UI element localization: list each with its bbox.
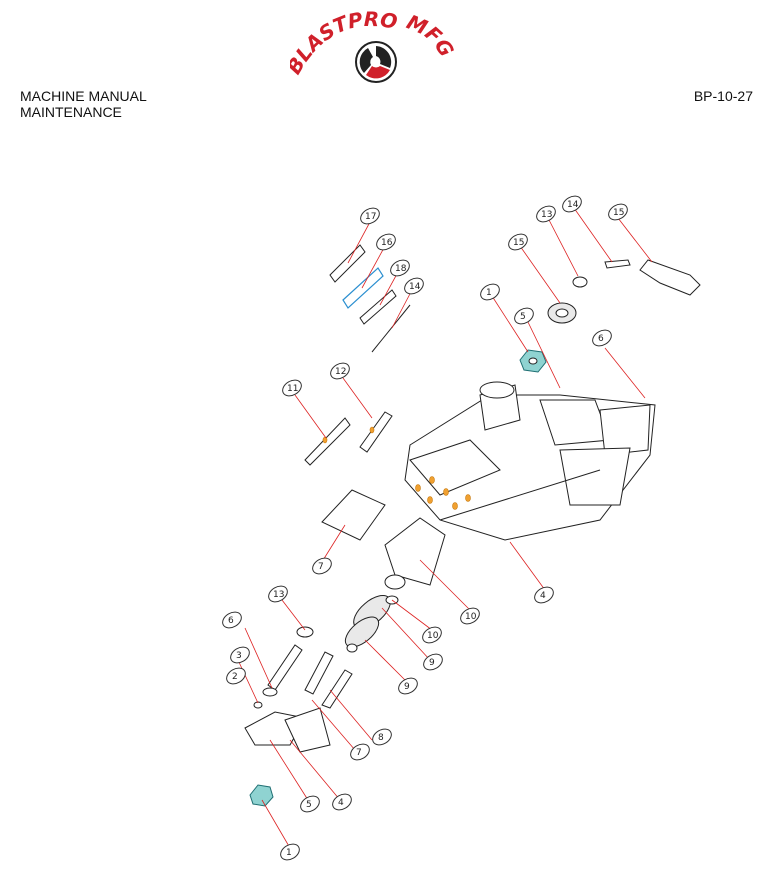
manual-title: MACHINE MANUAL [20,88,147,104]
callout-16: 16 [376,233,396,251]
svg-text:7: 7 [318,562,324,572]
callout-5-low: 5 [300,795,320,813]
svg-text:5: 5 [306,800,312,810]
callout-17: 17 [360,207,380,225]
callout-13-low: 13 [268,585,288,603]
callout-18: 18 [390,259,410,277]
svg-text:15: 15 [513,238,524,248]
logo-swirl-icon [355,41,397,83]
lower-small-parts [237,599,373,801]
svg-text:10: 10 [465,612,477,622]
svg-text:11: 11 [287,384,298,394]
manual-subtitle: MAINTENANCE [20,104,122,120]
svg-text:16: 16 [381,238,393,248]
callout-1-upper: 1 [480,283,500,301]
callout-15a: 15 [508,233,528,251]
callout-4-low: 4 [332,793,352,811]
svg-text:9: 9 [404,682,410,692]
callout-14b: 14 [562,195,582,213]
svg-text:15: 15 [613,208,624,218]
document-number: BP-10-27 [693,88,753,104]
callout-7-low: 7 [350,743,370,761]
callout-3: 3 [230,646,250,664]
callout-5-upper: 5 [514,307,534,325]
svg-text:12: 12 [335,367,346,377]
svg-text:3: 3 [236,651,242,661]
callout-8: 8 [372,728,392,746]
callout-6-upper: 6 [592,329,612,347]
callout-9-low: 9 [423,653,443,671]
callout-14: 14 [404,277,424,295]
callout-9-b: 9 [398,677,418,695]
callout-2: 2 [226,667,246,685]
liner-drum-group [319,489,471,611]
main-housing [404,319,656,591]
svg-text:7: 7 [356,748,362,758]
svg-text:4: 4 [540,591,546,601]
side-plates-group [294,377,393,466]
svg-text:2: 2 [232,672,238,682]
svg-text:6: 6 [598,334,604,344]
svg-text:13: 13 [273,590,284,600]
callout-11: 11 [282,379,302,397]
callout-15b: 15 [608,203,628,221]
impeller-stack [344,595,433,681]
callout-4-mid: 4 [534,586,554,604]
svg-text:10: 10 [427,631,439,641]
callout-13: 13 [536,205,556,223]
svg-text:14: 14 [409,282,421,292]
drive-parts-group [519,207,701,324]
callout-10-low: 10 [422,626,442,644]
blastpro-logo: BLASTPRO MFG [290,7,455,83]
svg-text:5: 5 [520,312,526,322]
svg-text:6: 6 [228,616,234,626]
svg-text:4: 4 [338,798,344,808]
callout-10-mid: 10 [460,607,480,625]
flange-lower-icon [249,784,274,807]
callout-6-low: 6 [222,611,242,629]
blade-parts-group [329,221,413,353]
svg-text:14: 14 [567,200,579,210]
callout-7-mid: 7 [312,557,332,575]
svg-text:1: 1 [286,848,292,858]
svg-text:17: 17 [365,212,376,222]
callout-1-low: 1 [280,843,300,861]
svg-text:9: 9 [429,658,435,668]
svg-text:18: 18 [395,264,407,274]
svg-text:13: 13 [541,210,552,220]
document-title-block: MACHINE MANUAL MAINTENANCE [20,88,147,120]
svg-text:8: 8 [378,733,384,743]
svg-text:1: 1 [486,288,492,298]
callout-12: 12 [330,362,350,380]
